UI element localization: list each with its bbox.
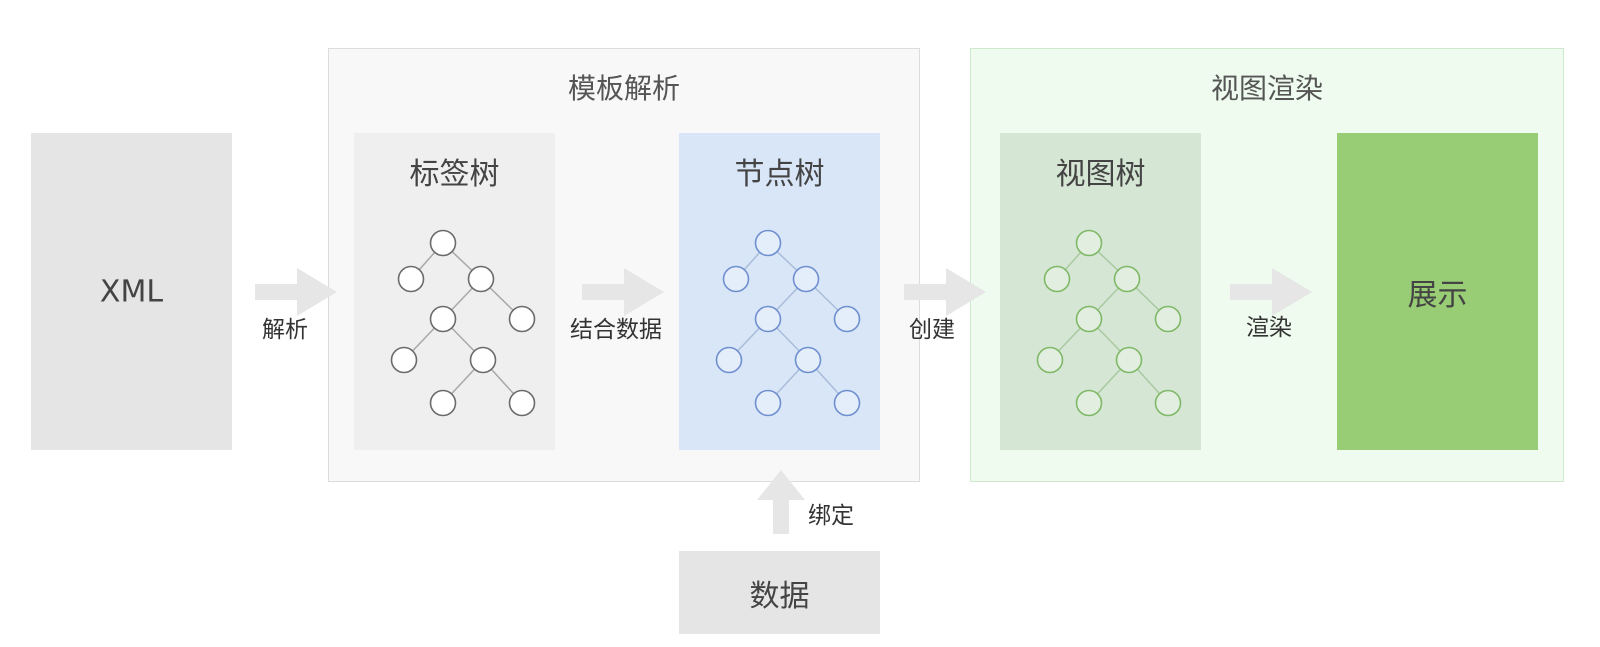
view-tree-label: 视图树 [1055,157,1146,192]
combine-data-arrow-label: 结合数据 [570,317,662,343]
tag-tree-label: 标签树 [409,157,500,192]
render-arrow-label: 渲染 [1246,315,1292,341]
display-box: 展示 [1337,133,1538,450]
template-parse-title: 模板解析 [567,72,680,105]
create-arrow-label: 创建 [909,317,955,343]
data-box: 数据 [679,551,880,634]
view-render-title: 视图渲染 [1210,72,1323,105]
node-tree-label: 节点树 [734,157,825,192]
tag-tree-box: 标签树 [354,133,555,450]
tag-tree-icon [390,229,536,417]
node-tree-box: 节点树 [679,133,880,450]
parse-arrow-label: 解析 [262,317,308,343]
view-tree-box: 视图树 [1000,133,1201,450]
xml-label: XML [99,274,164,309]
view-tree-icon [1036,229,1182,417]
data-label: 数据 [749,578,810,614]
node-tree-icon [715,229,861,417]
xml-box: XML [31,133,232,450]
parse-arrow-icon [255,268,337,316]
bind-arrow-label: 绑定 [808,503,854,529]
display-label: 展示 [1407,277,1468,313]
